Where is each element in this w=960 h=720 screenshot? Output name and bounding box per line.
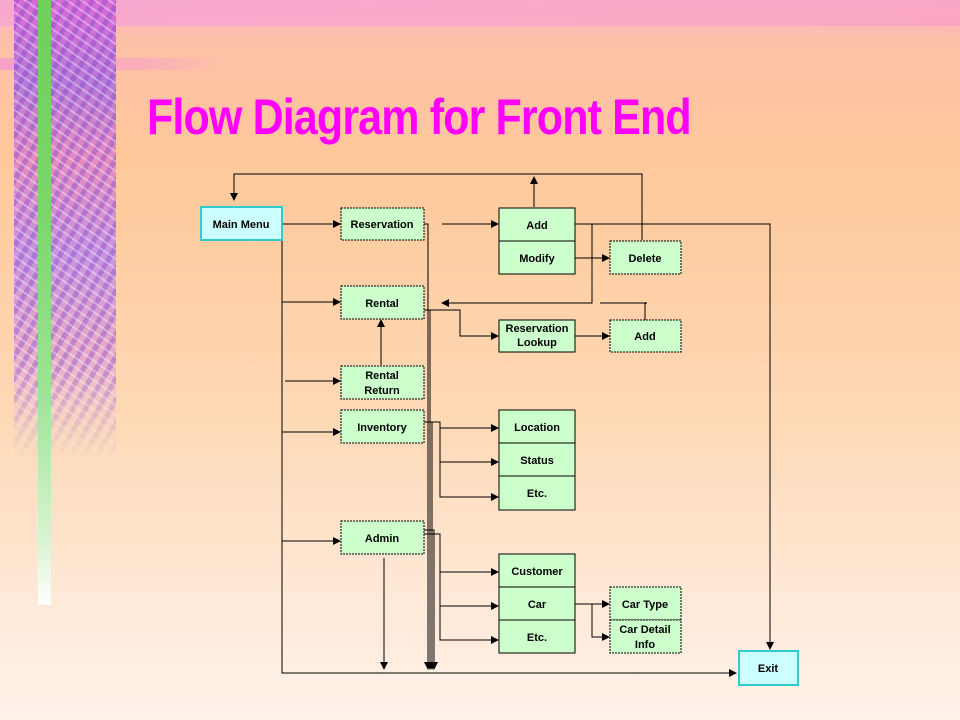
customer-node: Customer <box>498 553 576 588</box>
rental-label: Rental <box>365 298 399 310</box>
delete-node: Delete <box>609 240 682 275</box>
rental-return-node: Rental Return <box>340 365 425 400</box>
reservation-lookup-node: Reservation Lookup <box>498 319 576 353</box>
car-detail-info-label-line2: Info <box>635 639 655 651</box>
reservation-lookup-label-line1: Reservation <box>506 323 569 335</box>
status-node: Status <box>498 442 576 477</box>
car-node: Car <box>498 586 576 621</box>
add-reservation-label: Add <box>526 220 547 232</box>
car-type-node: Car Type <box>609 586 682 621</box>
etc-inventory-node: Etc. <box>498 475 576 511</box>
car-detail-info-node: Car Detail Info <box>609 619 682 654</box>
delete-label: Delete <box>628 253 661 265</box>
main-menu-node: Main Menu <box>200 206 283 241</box>
reservation-node: Reservation <box>340 207 425 241</box>
car-type-label: Car Type <box>622 599 668 611</box>
connector-lines <box>230 173 774 677</box>
slide-title: Flow Diagram for Front End <box>147 89 692 145</box>
rental-return-label-line1: Rental <box>365 370 399 382</box>
decorative-texture-panel <box>14 0 116 460</box>
add-lookup-node: Add <box>609 319 682 353</box>
admin-node: Admin <box>340 520 425 555</box>
customer-label: Customer <box>511 566 563 578</box>
car-detail-info-label-line1: Car Detail <box>619 624 670 636</box>
etc-admin-label: Etc. <box>527 632 547 644</box>
exit-node: Exit <box>738 650 799 686</box>
modify-label: Modify <box>519 253 555 265</box>
reservation-label: Reservation <box>351 219 414 231</box>
add-lookup-label: Add <box>634 331 655 343</box>
rental-return-label-line2: Return <box>364 385 400 397</box>
admin-label: Admin <box>365 533 400 545</box>
inventory-node: Inventory <box>340 409 425 444</box>
main-menu-label: Main Menu <box>213 219 270 231</box>
location-label: Location <box>514 422 560 434</box>
location-node: Location <box>498 409 576 444</box>
exit-label: Exit <box>758 663 779 675</box>
top-color-band <box>0 0 960 26</box>
reservation-lookup-label-line2: Lookup <box>517 337 557 349</box>
rental-node: Rental <box>340 285 425 320</box>
etc-inventory-label: Etc. <box>527 488 547 500</box>
car-label: Car <box>528 599 547 611</box>
status-label: Status <box>520 455 554 467</box>
etc-admin-node: Etc. <box>498 619 576 654</box>
inventory-label: Inventory <box>357 422 407 434</box>
add-reservation-node: Add <box>498 207 576 242</box>
vertical-accent-stripe <box>38 0 51 605</box>
modify-node: Modify <box>498 240 576 275</box>
